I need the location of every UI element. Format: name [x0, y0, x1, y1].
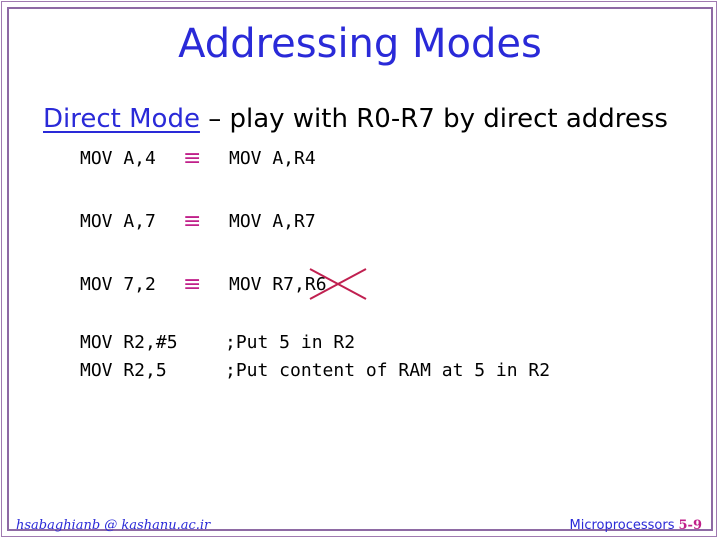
direct-mode-label: Direct Mode — [43, 104, 200, 134]
pair-2-instruction: MOV R2,5 — [80, 360, 167, 381]
pair-2-comment: ;Put content of RAM at 5 in R2 — [225, 360, 551, 381]
row-3-equiv-symbol: ≡ — [183, 272, 202, 297]
row-3-right-code: MOV R7,R6 — [229, 276, 327, 294]
struck-operand: MOV R7, — [229, 274, 305, 295]
footer-course-name: Microprocessors — [569, 518, 675, 533]
row-3-right-rest: R6 — [304, 274, 327, 295]
row-2-equiv-symbol: ≡ — [183, 209, 202, 234]
slide-subtitle: Direct Mode – play with R0-R7 by direct … — [43, 106, 668, 132]
row-2-right-code: MOV A,R7 — [229, 211, 316, 232]
footer-page-number: 5-9 — [678, 518, 703, 533]
row-1-equiv-symbol: ≡ — [183, 146, 202, 171]
strike-through-cross — [309, 268, 367, 300]
footer-author: hsabaghianb @ kashanu.ac.ir — [16, 518, 211, 533]
row-2-left-code: MOV A,7 — [80, 211, 156, 232]
subtitle-description: – play with R0-R7 by direct address — [199, 104, 668, 134]
row-1-right-code: MOV A,R4 — [229, 148, 316, 169]
slide-frame-inner — [7, 7, 713, 531]
slide-title: Addressing Modes — [178, 21, 542, 67]
row-3-left-code: MOV 7,2 — [80, 274, 156, 295]
strike-line-2 — [309, 268, 367, 300]
pair-1-comment: ;Put 5 in R2 — [225, 332, 356, 353]
pair-1-instruction: MOV R2,#5 — [80, 332, 178, 353]
row-1-left-code: MOV A,4 — [80, 148, 156, 169]
